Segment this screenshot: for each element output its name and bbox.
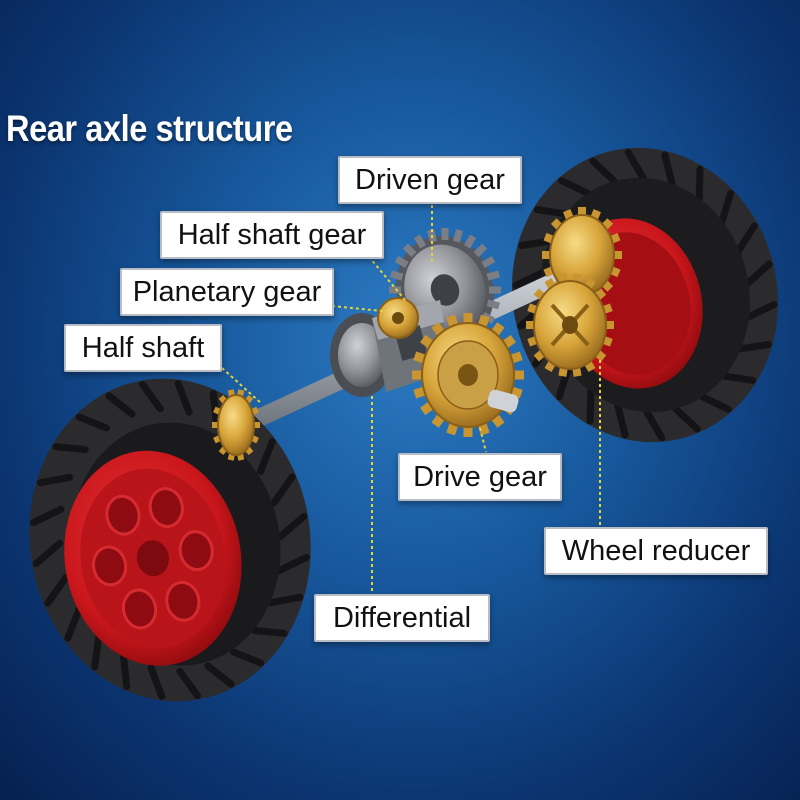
- tire-tread: [174, 380, 193, 416]
- leader-half-shaft: [221, 367, 263, 405]
- tire-tread: [176, 667, 201, 700]
- tire-tread: [533, 206, 570, 218]
- gear-tooth: [481, 255, 496, 269]
- tire-tread: [586, 386, 595, 425]
- tire-tread: [734, 222, 758, 256]
- tire-tread: [661, 151, 676, 188]
- tire-tread: [275, 553, 310, 575]
- tire-tread: [30, 505, 65, 527]
- gear-tooth: [389, 286, 401, 294]
- tire-tread: [266, 593, 304, 607]
- label-drive-gear: Drive gear: [398, 453, 562, 501]
- planetary-gear: [377, 297, 419, 339]
- tire-tread: [91, 631, 103, 671]
- tire-tread: [230, 648, 265, 667]
- tire-tread: [105, 392, 136, 418]
- gear-tooth: [512, 370, 524, 380]
- tire-tread: [75, 413, 110, 432]
- tire-tread: [743, 260, 773, 288]
- gear-tooth: [390, 270, 404, 281]
- tire-tread: [204, 662, 235, 688]
- tire-tread: [52, 443, 89, 454]
- gear-tooth: [413, 234, 427, 249]
- tire-tread: [139, 380, 164, 413]
- tire-tread: [147, 664, 166, 700]
- gear-tooth: [412, 370, 424, 380]
- gear-tooth: [441, 228, 449, 240]
- tire-tread: [695, 165, 704, 204]
- wheel-reducer: [526, 207, 622, 377]
- tire-tread: [119, 651, 131, 691]
- rim-hole: [165, 580, 201, 622]
- tire-tread: [672, 405, 701, 433]
- tire-tread: [251, 626, 288, 637]
- gear-tooth: [486, 299, 500, 310]
- rim-hole: [91, 545, 128, 587]
- tire-tread: [558, 177, 592, 197]
- tire-tread: [643, 408, 666, 442]
- tire-tread: [589, 157, 618, 185]
- half-shaft-gear: [212, 389, 260, 461]
- rim-hole: [148, 487, 184, 528]
- label-differential: Differential: [314, 594, 490, 642]
- tire-tread: [32, 539, 64, 568]
- label-half-shaft: Half shaft: [64, 324, 222, 372]
- tire-tread: [44, 573, 70, 607]
- tire-tread: [36, 473, 74, 487]
- label-planetary-gear: Planetary gear: [120, 268, 334, 316]
- tire-tread: [698, 393, 732, 413]
- tire-tread: [257, 438, 276, 475]
- gear-tooth: [578, 207, 586, 217]
- gear-tooth: [402, 243, 417, 258]
- tire-tread: [512, 268, 547, 289]
- front-left-wheel: [29, 378, 311, 702]
- tire-tread: [718, 189, 735, 227]
- drive-gear: [412, 313, 524, 437]
- label-half-shaft-gear: Half shaft gear: [160, 211, 384, 259]
- leader-half-shaft-gear: [364, 251, 406, 301]
- leader-planetary-gear: [331, 305, 393, 313]
- rim-hole: [178, 530, 214, 572]
- gear-tooth: [489, 286, 501, 294]
- tire-tread: [276, 512, 308, 541]
- gear-tooth: [394, 255, 409, 269]
- gear-tooth: [463, 425, 473, 437]
- tire-tread: [614, 402, 629, 439]
- gear-tooth: [463, 234, 477, 249]
- rim-hole: [105, 494, 141, 536]
- tire-tread: [720, 372, 757, 384]
- diagram-title: Rear axle structure: [6, 108, 293, 149]
- tire-tread: [735, 340, 772, 353]
- leader-drive-gear: [479, 427, 487, 453]
- gear-tooth: [463, 313, 473, 325]
- tire-tread: [270, 473, 296, 507]
- gear-tooth: [486, 270, 500, 281]
- tire-tread: [624, 148, 647, 182]
- tire-tread: [518, 237, 555, 250]
- label-wheel-reducer: Wheel reducer: [544, 527, 768, 575]
- tire-tread: [743, 301, 778, 322]
- tire-tread: [64, 605, 83, 642]
- gear-tooth: [453, 229, 463, 243]
- label-driven-gear: Driven gear: [338, 156, 522, 204]
- gear-tooth: [473, 243, 488, 258]
- rim-hole: [121, 588, 158, 630]
